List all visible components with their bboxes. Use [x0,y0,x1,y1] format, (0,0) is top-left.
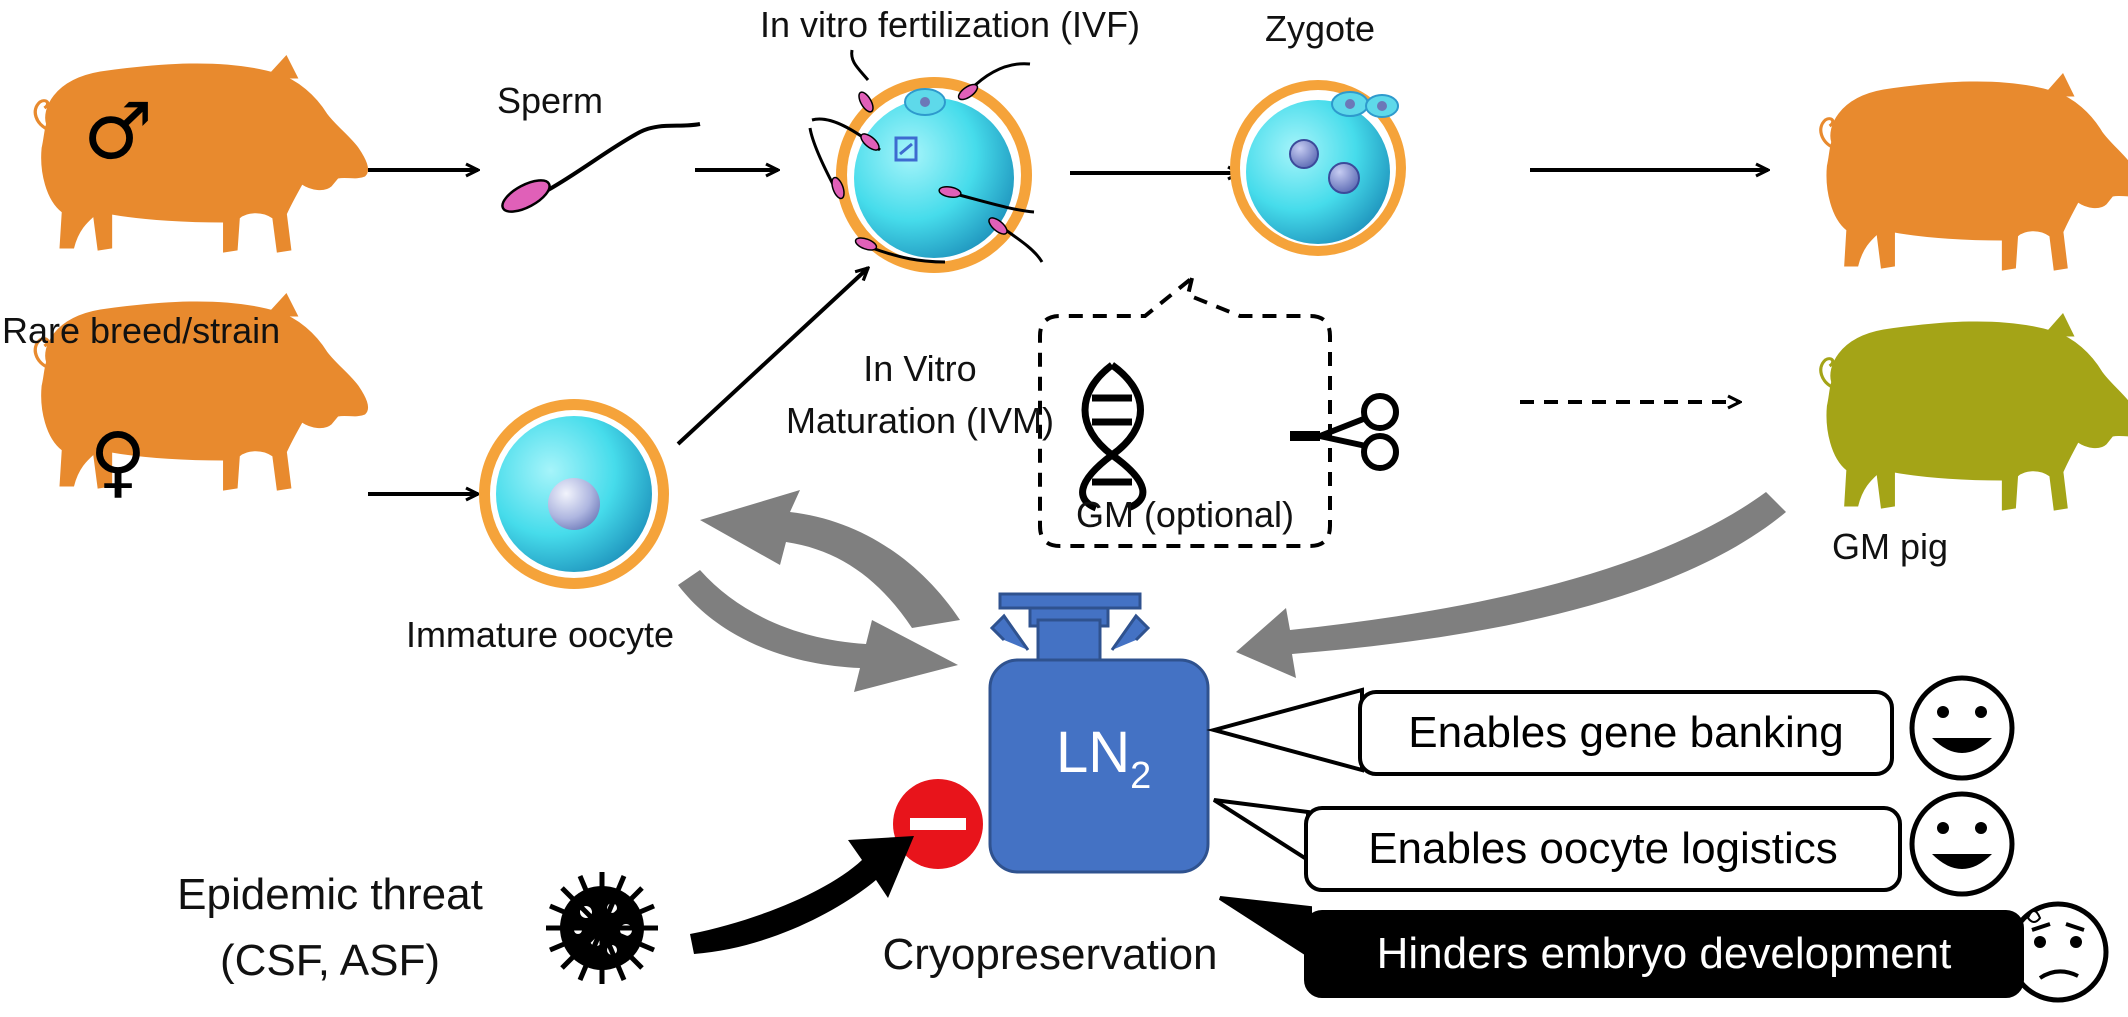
callout-oocyte-logistics: Enables oocyte logistics [1304,806,1902,892]
male-symbol: ♂ [83,87,153,177]
happy-face-icon-1 [1909,675,2015,781]
ln2-label: LN2 [1056,720,1151,797]
ln2-main-text: LN [1056,720,1131,785]
gm-pig-label: GM pig [1831,526,1949,567]
female-symbol: ♀ [89,417,146,507]
stop-icon [893,779,983,869]
ivm-label-line1: In Vitro [863,348,977,389]
happy-face-icon-2 [1909,791,2015,897]
pointer-gene-banking [1206,687,1364,773]
immature-oocyte-cell [479,399,669,589]
ivf-label: In vitro fertilization (IVF) [759,4,1141,45]
callout-gene-banking: Enables gene banking [1358,690,1894,776]
gm-optional-label: GM (optional) [1075,494,1295,535]
ln2-tank [988,592,1210,874]
immature-oocyte-label: Immature oocyte [405,614,675,655]
cryopreservation-label: Cryopreservation [882,930,1218,979]
worried-face-icon [2007,901,2109,1003]
pointer-oocyte-logistics [1212,798,1310,864]
ivf-oocyte [808,49,1044,273]
ivm-label-line2: Maturation (IVM) [785,400,1055,441]
sperm-label: Sperm [496,80,604,121]
epidemic-label-line1: Epidemic threat [177,870,483,919]
rare-breed-label: Rare breed/strain [2,310,281,351]
arrow-epidemic-to-tank [690,836,914,954]
epidemic-label-line2: (CSF, ASF) [219,936,441,985]
gm-pig [1819,312,2128,512]
ln2-subscript: 2 [1130,755,1152,797]
sperm-cell [501,122,701,213]
virus-icon [546,872,658,984]
zygote-label: Zygote [1264,8,1376,49]
scissors-icon [1290,393,1399,471]
arrow-ivm [676,268,868,446]
offspring-pig [1819,72,2128,272]
grey-arrow-tank-to-oocyte [700,490,960,628]
callout-hinders-embryo: Hinders embryo development [1304,910,2024,998]
zygote-cell [1230,80,1406,256]
grey-arrow-oocyte-to-tank [678,570,958,692]
gm-callout [1038,272,1399,548]
dna-icon [1079,362,1147,512]
grey-arrow-gm-pig-to-tank [1236,492,1786,678]
